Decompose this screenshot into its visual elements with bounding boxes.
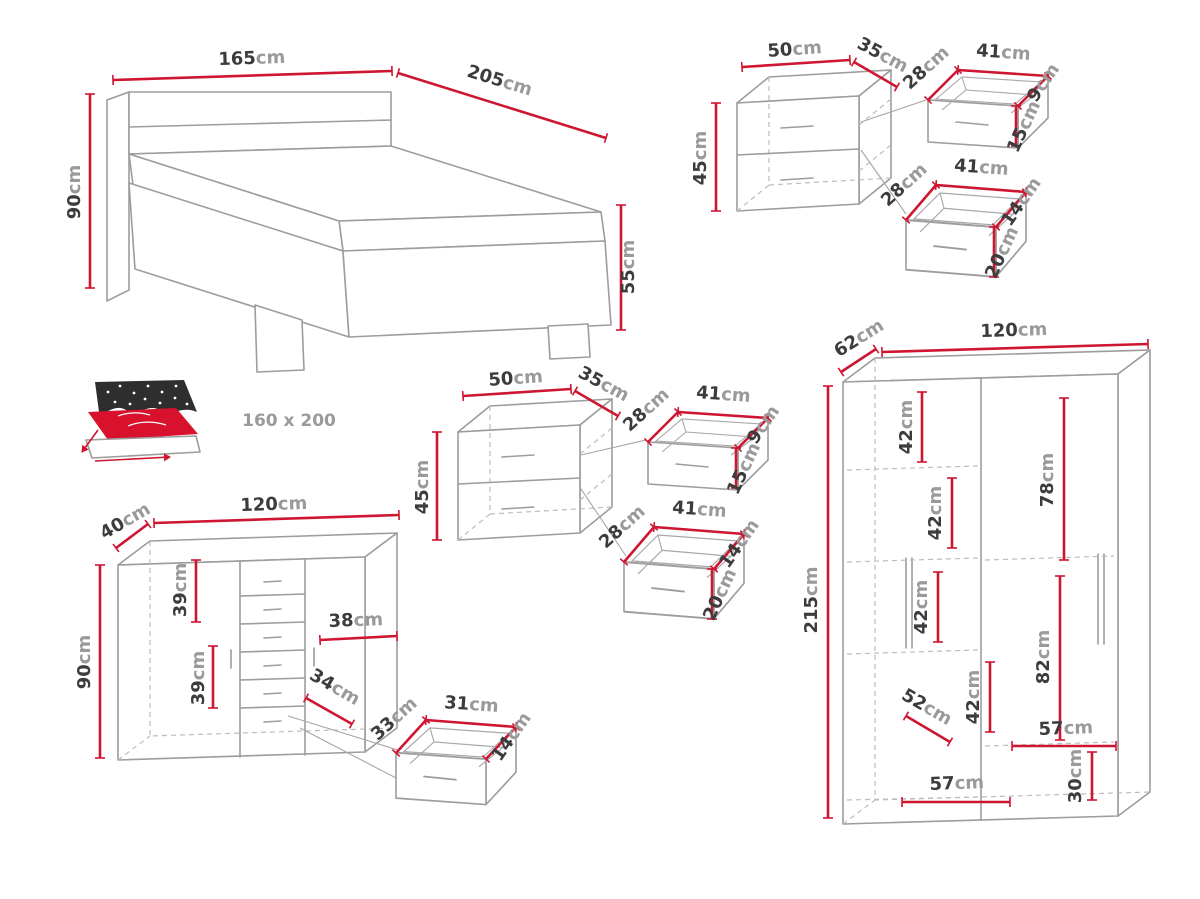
bed-height-label: 90cm (64, 165, 85, 220)
dresser-width-dimline (153, 509, 400, 529)
pictogram-headboard-dots (106, 384, 189, 406)
dresser-inner-width-label: 38cm (328, 609, 383, 632)
wardrobe-inner-depth-dimline (902, 711, 954, 747)
pictogram-mattress-fold-lines (117, 412, 167, 427)
wardrobe-width-dimline (881, 338, 1149, 358)
pictogram-headboard (95, 380, 197, 413)
bed-left-leg (254, 304, 305, 373)
nightstand-2-top-drawer-dimlines (643, 406, 773, 489)
pictogram-mattress (88, 408, 198, 440)
bed-headboard-side (106, 91, 130, 302)
bed-headboard-shelf-line (128, 119, 392, 128)
wardrobe-height-label: 215cm (801, 566, 822, 633)
bed-length-dimline (395, 67, 609, 144)
dresser-inner-width-dimline (318, 630, 399, 646)
bed-drawing (106, 91, 612, 373)
pictogram-arrow-left (81, 429, 99, 453)
nightstand-2-callout-top (580, 439, 647, 456)
n1-top-drawer-width-label: 41cm (975, 40, 1031, 65)
n1-bottom-drawer-innerheight-dimline (991, 188, 1031, 231)
bed-mattress-size-label: 160 x 200 (242, 411, 336, 431)
wardrobe-dimension-lines (823, 338, 1149, 819)
wardrobe-section3-label: 42cm (911, 580, 932, 635)
nightstand-2-drawing (457, 398, 613, 541)
bed-length-label: 205cm (464, 61, 534, 101)
n2-bottom-drawer-innerheight-dimline (709, 530, 749, 573)
bed-width-dimline (112, 65, 393, 86)
n2-bottom-drawer-depth-dimline (619, 523, 659, 566)
wardrobe-right-face (1117, 349, 1151, 817)
dresser-drawer-height-dimline (481, 722, 521, 764)
dresser-hidden-edges (117, 541, 398, 761)
wardrobe-lower-shelf-label: 57cm (929, 772, 984, 795)
dresser-depth-dimline (112, 519, 152, 553)
dresser-front-details (230, 558, 315, 758)
nightstand-1-callout-bottom (860, 149, 907, 215)
wardrobe-depth-dimline (837, 344, 880, 377)
nightstand-2-depth-dimline (571, 386, 622, 421)
dresser-lower-section-label: 39cm (188, 651, 209, 706)
pictogram-base (85, 435, 201, 459)
n2-bottom-drawer-width-label: 41cm (671, 497, 727, 522)
nightstand-2-width-dimline (461, 383, 573, 402)
dresser-inner-depth-dimline (302, 693, 356, 729)
n1-bottom-drawer-depth-dimline (901, 181, 941, 224)
bed-base-foot-face (342, 240, 612, 338)
bed-dimension-lines (85, 65, 626, 331)
dresser-dimension-lines (95, 509, 400, 759)
wardrobe-section2-label: 42cm (925, 486, 946, 541)
wardrobe-depth-label: 62cm (830, 315, 887, 362)
nightstand-1-callout-top (860, 99, 927, 123)
nightstand-1-drawing (736, 69, 892, 212)
n1-top-drawer-depth-dimline (923, 65, 963, 105)
dresser-depth-label: 40cm (96, 499, 154, 544)
dresser-callout-1 (287, 715, 399, 751)
nightstand-1-depth-dimline (850, 57, 901, 92)
nightstand-2-bottom-drawer-dimlines (619, 521, 749, 620)
dresser-callout-2 (299, 727, 397, 779)
wardrobe-left-column-label: 78cm (1037, 453, 1058, 508)
wardrobe-plinth-label: 30cm (1065, 749, 1086, 804)
dresser-drawer-depth-dimline (391, 716, 431, 757)
wardrobe-upper-shelf-label: 57cm (1038, 717, 1093, 740)
nightstand-1-bottom-drawer-dimlines (901, 179, 1031, 278)
dresser-height-label: 90cm (74, 635, 95, 690)
bed-right-leg (547, 323, 591, 360)
dresser-drawer-dimlines (391, 714, 521, 764)
nightstand-2-height-label: 45cm (412, 460, 433, 515)
wardrobe-drawing (842, 349, 1151, 825)
nightstand-1-top-drawer-dimlines (923, 64, 1053, 147)
bed-frame-height-label: 55cm (618, 240, 639, 295)
nightstand-2-callout-bottom (578, 485, 627, 557)
dresser-upper-section-label: 39cm (170, 563, 191, 618)
wardrobe-section4-label: 42cm (963, 670, 984, 725)
dresser-drawer-width-label: 31cm (443, 692, 499, 717)
wardrobe-section1-label: 42cm (896, 400, 917, 455)
dresser-drawing (117, 532, 398, 761)
mattress-pictogram (81, 380, 201, 462)
wardrobe-width-label: 120cm (980, 319, 1048, 342)
dresser-width-label: 120cm (240, 493, 308, 516)
nightstand-2-dimension-lines (432, 383, 622, 541)
nightstand-1-width-label: 50cm (767, 37, 823, 62)
bed-width-label: 165cm (218, 47, 286, 70)
nightstand-2-width-label: 50cm (488, 366, 544, 391)
n1-bottom-drawer-width-label: 41cm (953, 155, 1009, 180)
wardrobe-hidden-edges (842, 358, 1151, 825)
n2-top-drawer-depth-dimline (643, 407, 683, 447)
wardrobe-right-column-label: 82cm (1033, 630, 1054, 685)
n2-top-drawer-width-label: 41cm (695, 382, 751, 407)
n2-top-drawer-innerheight-dimline (733, 413, 773, 453)
nightstand-1-width-dimline (740, 54, 852, 73)
nightstand-1-dimension-lines (711, 54, 901, 212)
nightstand-1-height-label: 45cm (690, 131, 711, 186)
pictogram-arrow-bottom (94, 453, 171, 462)
n1-top-drawer-innerheight-dimline (1013, 71, 1053, 111)
dresser-front-face (117, 556, 366, 761)
